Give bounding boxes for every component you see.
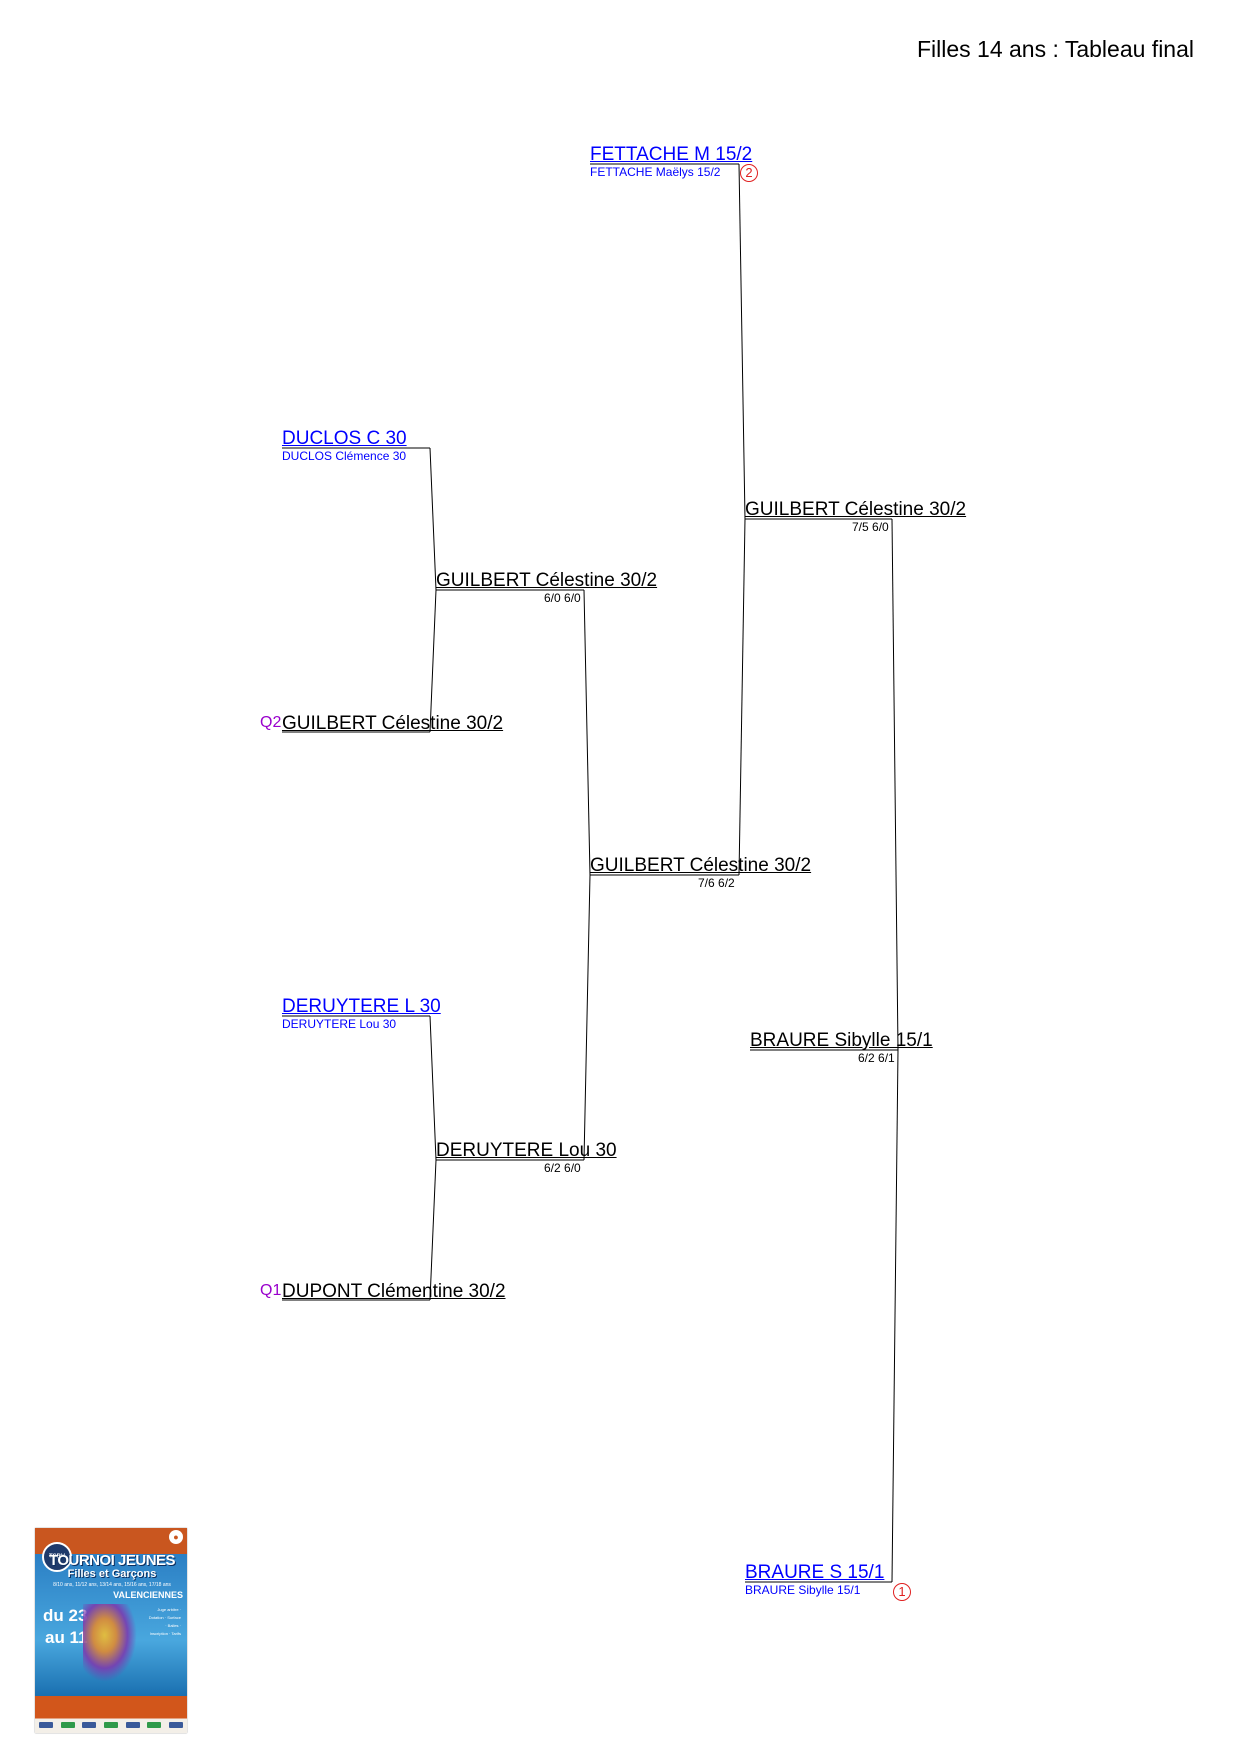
tennis-ball-icon: ● xyxy=(169,1530,183,1544)
match-score-r1-top: 6/0 6/0 xyxy=(544,591,581,605)
page-title: Filles 14 ans : Tableau final xyxy=(916,36,1194,62)
player-fullname-duclos: DUCLOS Clémence 30 xyxy=(282,449,407,463)
match-score-r2: 7/6 6/2 xyxy=(698,876,735,890)
seed-badge-1: 1 xyxy=(893,1583,911,1601)
player-fullname-deruytere: DERUYTERE Lou 30 xyxy=(282,1017,397,1031)
match-winner-r1-top: GUILBERT Célestine 30/2 xyxy=(436,570,658,591)
match-score-semi: 7/5 6/0 xyxy=(852,520,889,534)
player-fullname-braure: BRAURE Sibylle 15/1 xyxy=(745,1583,861,1597)
player-link-deruytere[interactable]: DERUYTERE L 30 xyxy=(282,996,441,1017)
tournament-poster: ● TSBV TOURNOI JEUNES Filles et Garçons … xyxy=(35,1528,187,1733)
qualifier-badge: Q1 xyxy=(260,1282,282,1299)
match-winner-r2: GUILBERT Célestine 30/2 xyxy=(590,855,812,876)
poster-city: VALENCIENNES xyxy=(113,1590,183,1600)
poster-date-from: du 23 xyxy=(43,1606,88,1625)
qualifier-badge: Q2 xyxy=(260,714,282,731)
poster-subtitle: Filles et Garçons xyxy=(67,1568,157,1580)
match-score-final: 6/2 6/1 xyxy=(858,1051,895,1065)
player-link-fettache[interactable]: FETTACHE M 15/2 xyxy=(590,144,753,165)
poster-ages: 8/10 ans, 11/12 ans, 13/14 ans, 15/16 an… xyxy=(53,1582,171,1588)
match-winner-final: BRAURE Sibylle 15/1 xyxy=(750,1030,933,1051)
player-fullname-fettache: FETTACHE Maëlys 15/2 xyxy=(590,165,721,179)
seed-badge-2: 2 xyxy=(740,164,758,182)
match-winner-r1-bottom: DERUYTERE Lou 30 xyxy=(436,1140,617,1161)
player-illustration xyxy=(83,1604,137,1682)
poster-side-info: Juge arbitre · Dotation · Surface · Ball… xyxy=(148,1607,181,1636)
sponsor-logos xyxy=(39,1720,183,1730)
club-logo: TSBV xyxy=(42,1542,72,1572)
player-link-braure[interactable]: BRAURE S 15/1 xyxy=(745,1562,885,1583)
poster-title: TOURNOI JEUNES xyxy=(48,1552,176,1569)
player-name-dupont: DUPONT Clémentine 30/2 xyxy=(282,1281,506,1302)
poster-date-to: au 11 xyxy=(45,1628,88,1647)
player-link-duclos[interactable]: DUCLOS C 30 xyxy=(282,428,407,449)
match-score-r1-bottom: 6/2 6/0 xyxy=(544,1161,581,1175)
match-winner-semi: GUILBERT Célestine 30/2 xyxy=(745,499,967,520)
player-name-guilbert: GUILBERT Célestine 30/2 xyxy=(282,713,504,734)
